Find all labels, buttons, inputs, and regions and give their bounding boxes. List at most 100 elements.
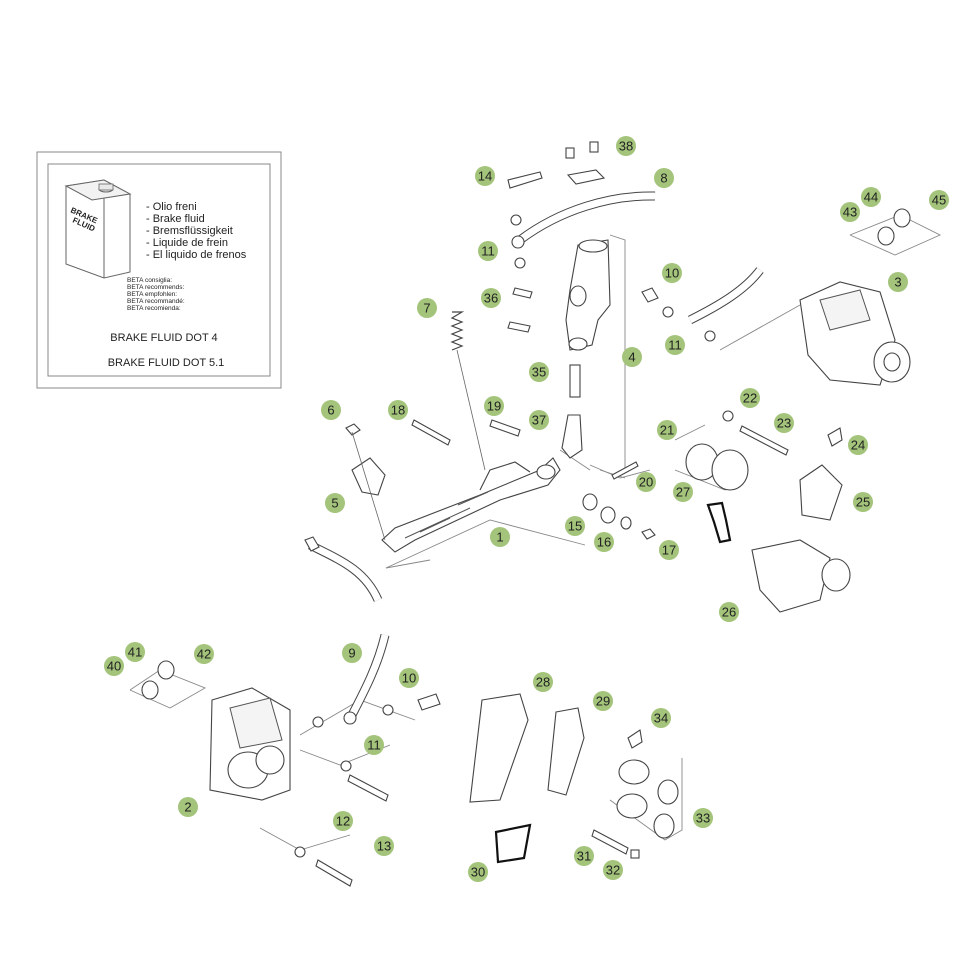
- callout-8: 8: [654, 168, 674, 188]
- rear-brake-pads: [799, 464, 843, 521]
- rear-master-cylinder: [565, 239, 611, 351]
- front-caliper-pins: [591, 729, 643, 859]
- svg-text:18: 18: [391, 403, 405, 418]
- callout-6: 6: [321, 400, 341, 420]
- front-caliper-bracket: [469, 693, 529, 803]
- svg-text:24: 24: [851, 438, 865, 453]
- rear-caliper-bracket: [751, 539, 851, 613]
- callout-4: 4: [622, 347, 642, 367]
- svg-text:26: 26: [722, 605, 736, 620]
- rear-caliper-seals: [877, 208, 911, 246]
- callout-38: 38: [616, 136, 636, 156]
- callout-35: 35: [529, 362, 549, 382]
- callout-22: 22: [740, 388, 760, 408]
- callout-17: 17: [659, 540, 679, 560]
- svg-text:16: 16: [597, 535, 611, 550]
- svg-text:30: 30: [471, 865, 485, 880]
- recommend-it: BETA consiglia:: [127, 277, 172, 284]
- callout-32: 32: [603, 860, 623, 880]
- svg-text:10: 10: [665, 266, 679, 281]
- spec-dot4: BRAKE FLUID DOT 4: [110, 332, 217, 344]
- callout-21: 21: [657, 420, 677, 440]
- callout-16: 16: [594, 532, 614, 552]
- callout-37: 37: [529, 410, 549, 430]
- svg-text:42: 42: [197, 647, 211, 662]
- callout-3: 3: [888, 272, 908, 292]
- svg-text:20: 20: [639, 475, 653, 490]
- svg-text:11: 11: [481, 244, 495, 259]
- callout-1: 1: [490, 527, 510, 547]
- callout-11: 11: [364, 735, 384, 755]
- callout-29: 29: [593, 691, 613, 711]
- svg-text:40: 40: [107, 659, 121, 674]
- fluid-name-de: - Bremsflüssigkeit: [146, 225, 233, 237]
- svg-text:8: 8: [660, 171, 667, 186]
- callout-2: 2: [178, 797, 198, 817]
- callout-41: 41: [125, 642, 145, 662]
- svg-text:17: 17: [662, 543, 676, 558]
- front-brake-hose: [507, 171, 656, 269]
- callout-40: 40: [104, 656, 124, 676]
- brake-fluid-can-icon: BRAKE FLUID: [64, 179, 132, 279]
- callout-34: 34: [651, 708, 671, 728]
- push-rod: [561, 364, 583, 459]
- callout-28: 28: [533, 672, 553, 692]
- callout-7: 7: [417, 298, 437, 318]
- svg-text:1: 1: [496, 530, 503, 545]
- svg-text:9: 9: [348, 646, 355, 661]
- svg-text:41: 41: [128, 645, 142, 660]
- callout-9: 9: [342, 643, 362, 663]
- recommend-en: BETA recommends:: [127, 284, 185, 291]
- svg-text:28: 28: [536, 675, 550, 690]
- front-caliper-seals: [141, 660, 175, 700]
- spec-dot51: BRAKE FLUID DOT 5.1: [108, 357, 225, 369]
- callout-group: 1 2 3 4 5 6 7 8 9 10 10 11 11 11 12 13 1…: [104, 136, 949, 882]
- svg-text:11: 11: [367, 738, 381, 753]
- svg-text:2: 2: [184, 800, 191, 815]
- rear-caliper-pins: [722, 410, 843, 456]
- svg-text:21: 21: [660, 423, 674, 438]
- callout-20: 20: [636, 472, 656, 492]
- recommend-de: BETA empfohlen:: [127, 291, 177, 298]
- callout-12: 12: [333, 811, 353, 831]
- front-caliper-hose: [312, 633, 441, 728]
- pedal-bracket: [345, 423, 386, 541]
- callout-26: 26: [719, 602, 739, 622]
- fluid-name-en: - Brake fluid: [146, 213, 205, 225]
- callout-27: 27: [673, 482, 693, 502]
- rear-caliper-assembly: [799, 281, 911, 386]
- callout-19: 19: [484, 396, 504, 416]
- callout-24: 24: [848, 435, 868, 455]
- callout-36: 36: [481, 288, 501, 308]
- svg-text:10: 10: [402, 671, 416, 686]
- svg-text:12: 12: [336, 814, 350, 829]
- brake-fluid-info-box: BRAKE FLUID - Olio freni - Brake fluid -…: [36, 151, 282, 389]
- fluid-name-es: - El liquido de frenos: [146, 249, 247, 261]
- svg-text:45: 45: [932, 193, 946, 208]
- callout-44: 44: [861, 187, 881, 207]
- callout-10: 10: [662, 263, 682, 283]
- svg-text:33: 33: [696, 811, 710, 826]
- recommend-fr: BETA recommandé:: [127, 298, 185, 305]
- recommend-es: BETA recomienda:: [127, 305, 181, 312]
- callout-15: 15: [565, 516, 585, 536]
- svg-text:4: 4: [628, 350, 635, 365]
- rear-caliper-pistons: [685, 443, 749, 491]
- master-cylinder-bolts: [507, 287, 533, 333]
- callout-5: 5: [325, 493, 345, 513]
- svg-text:25: 25: [856, 495, 870, 510]
- callout-11: 11: [665, 335, 685, 355]
- svg-text:32: 32: [606, 863, 620, 878]
- front-caliper: [209, 687, 291, 801]
- fluid-name-fr: - Liquide de frein: [146, 237, 228, 249]
- svg-text:31: 31: [577, 849, 591, 864]
- svg-text:5: 5: [331, 496, 338, 511]
- callout-18: 18: [388, 400, 408, 420]
- callout-23: 23: [774, 413, 794, 433]
- svg-text:35: 35: [532, 365, 546, 380]
- svg-text:7: 7: [423, 301, 430, 316]
- front-caliper-bolts: [294, 760, 389, 887]
- svg-text:43: 43: [843, 205, 857, 220]
- reservoir-cap: [565, 141, 606, 185]
- svg-text:37: 37: [532, 413, 546, 428]
